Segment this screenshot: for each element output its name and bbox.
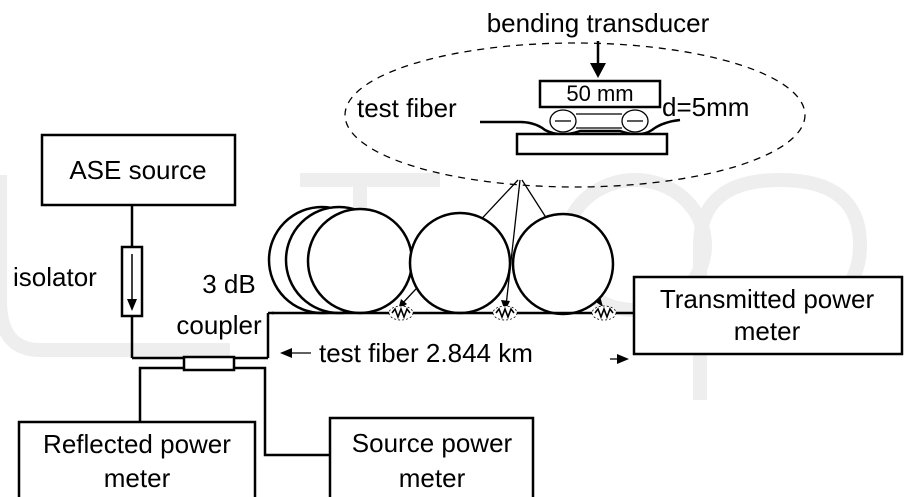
transducer-base [515,132,669,156]
coupler-label-line1: 3 dB [202,269,256,299]
source-meter-line1: Source power [352,428,513,458]
isolator-label: isolator [13,262,97,292]
fiber-coil-5 [511,212,615,316]
reflected-port-fiber [138,366,184,422]
isolator-arrow [127,299,137,311]
bending-points [388,305,617,321]
transducer-arrow-head [590,63,606,78]
bending-transducer: bending transducer 50 mm test fiber d=5m… [357,8,749,156]
coupler-box [182,355,236,372]
fiber-coil-4 [408,211,512,315]
transmitted-meter-line2: meter [734,316,801,346]
coupler-label-line2: coupler [176,310,262,340]
transducer-diameter-label: d=5mm [662,92,749,122]
transducer-length-label: 50 mm [566,81,633,106]
transducer-title: bending transducer [487,8,710,38]
reflected-meter-line1: Reflected power [43,429,231,459]
transmitted-meter-line1: Transmitted power [660,284,875,314]
test-fiber-length-label: test fiber 2.844 km [319,338,533,368]
transducer-roller-right [621,109,649,133]
source-port-fiber [234,366,330,457]
fiber-coil-3 [306,207,414,315]
transducer-fiber-label: test fiber [357,93,457,123]
source-meter-line2: meter [399,463,466,493]
transducer-clamp [538,79,662,109]
reflected-power-meter-box [17,420,257,497]
zoom-ellipse [344,42,806,188]
transducer-test-fiber [480,118,681,136]
reflected-meter-line2: meter [104,463,171,493]
source-power-meter-box [328,416,535,497]
transducer-roller-left [549,109,577,133]
fiber-coils [267,205,615,316]
transmitted-power-meter-box [632,275,904,356]
ase-source-box [40,133,237,207]
ase-source-label: ASE source [69,155,206,185]
